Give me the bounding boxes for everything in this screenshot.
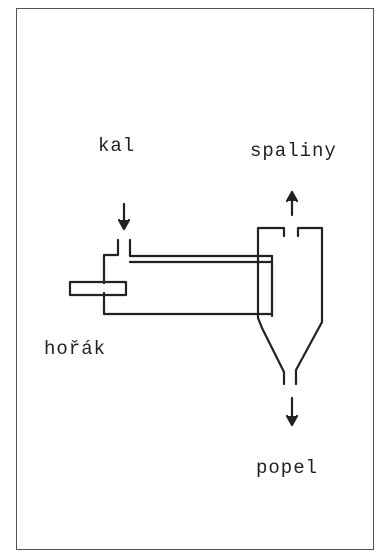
spaliny-arrow [285, 190, 299, 217]
label-horak: hořák [44, 338, 107, 360]
burner [68, 280, 128, 297]
label-popel: popel [256, 457, 319, 479]
rotary-kiln [102, 238, 274, 318]
cyclone [256, 226, 324, 386]
label-spaliny: spaliny [250, 140, 337, 162]
label-kal: kal [98, 135, 136, 157]
diagram-frame [16, 8, 374, 550]
popel-arrow [285, 396, 299, 427]
kal-arrow [117, 202, 131, 231]
